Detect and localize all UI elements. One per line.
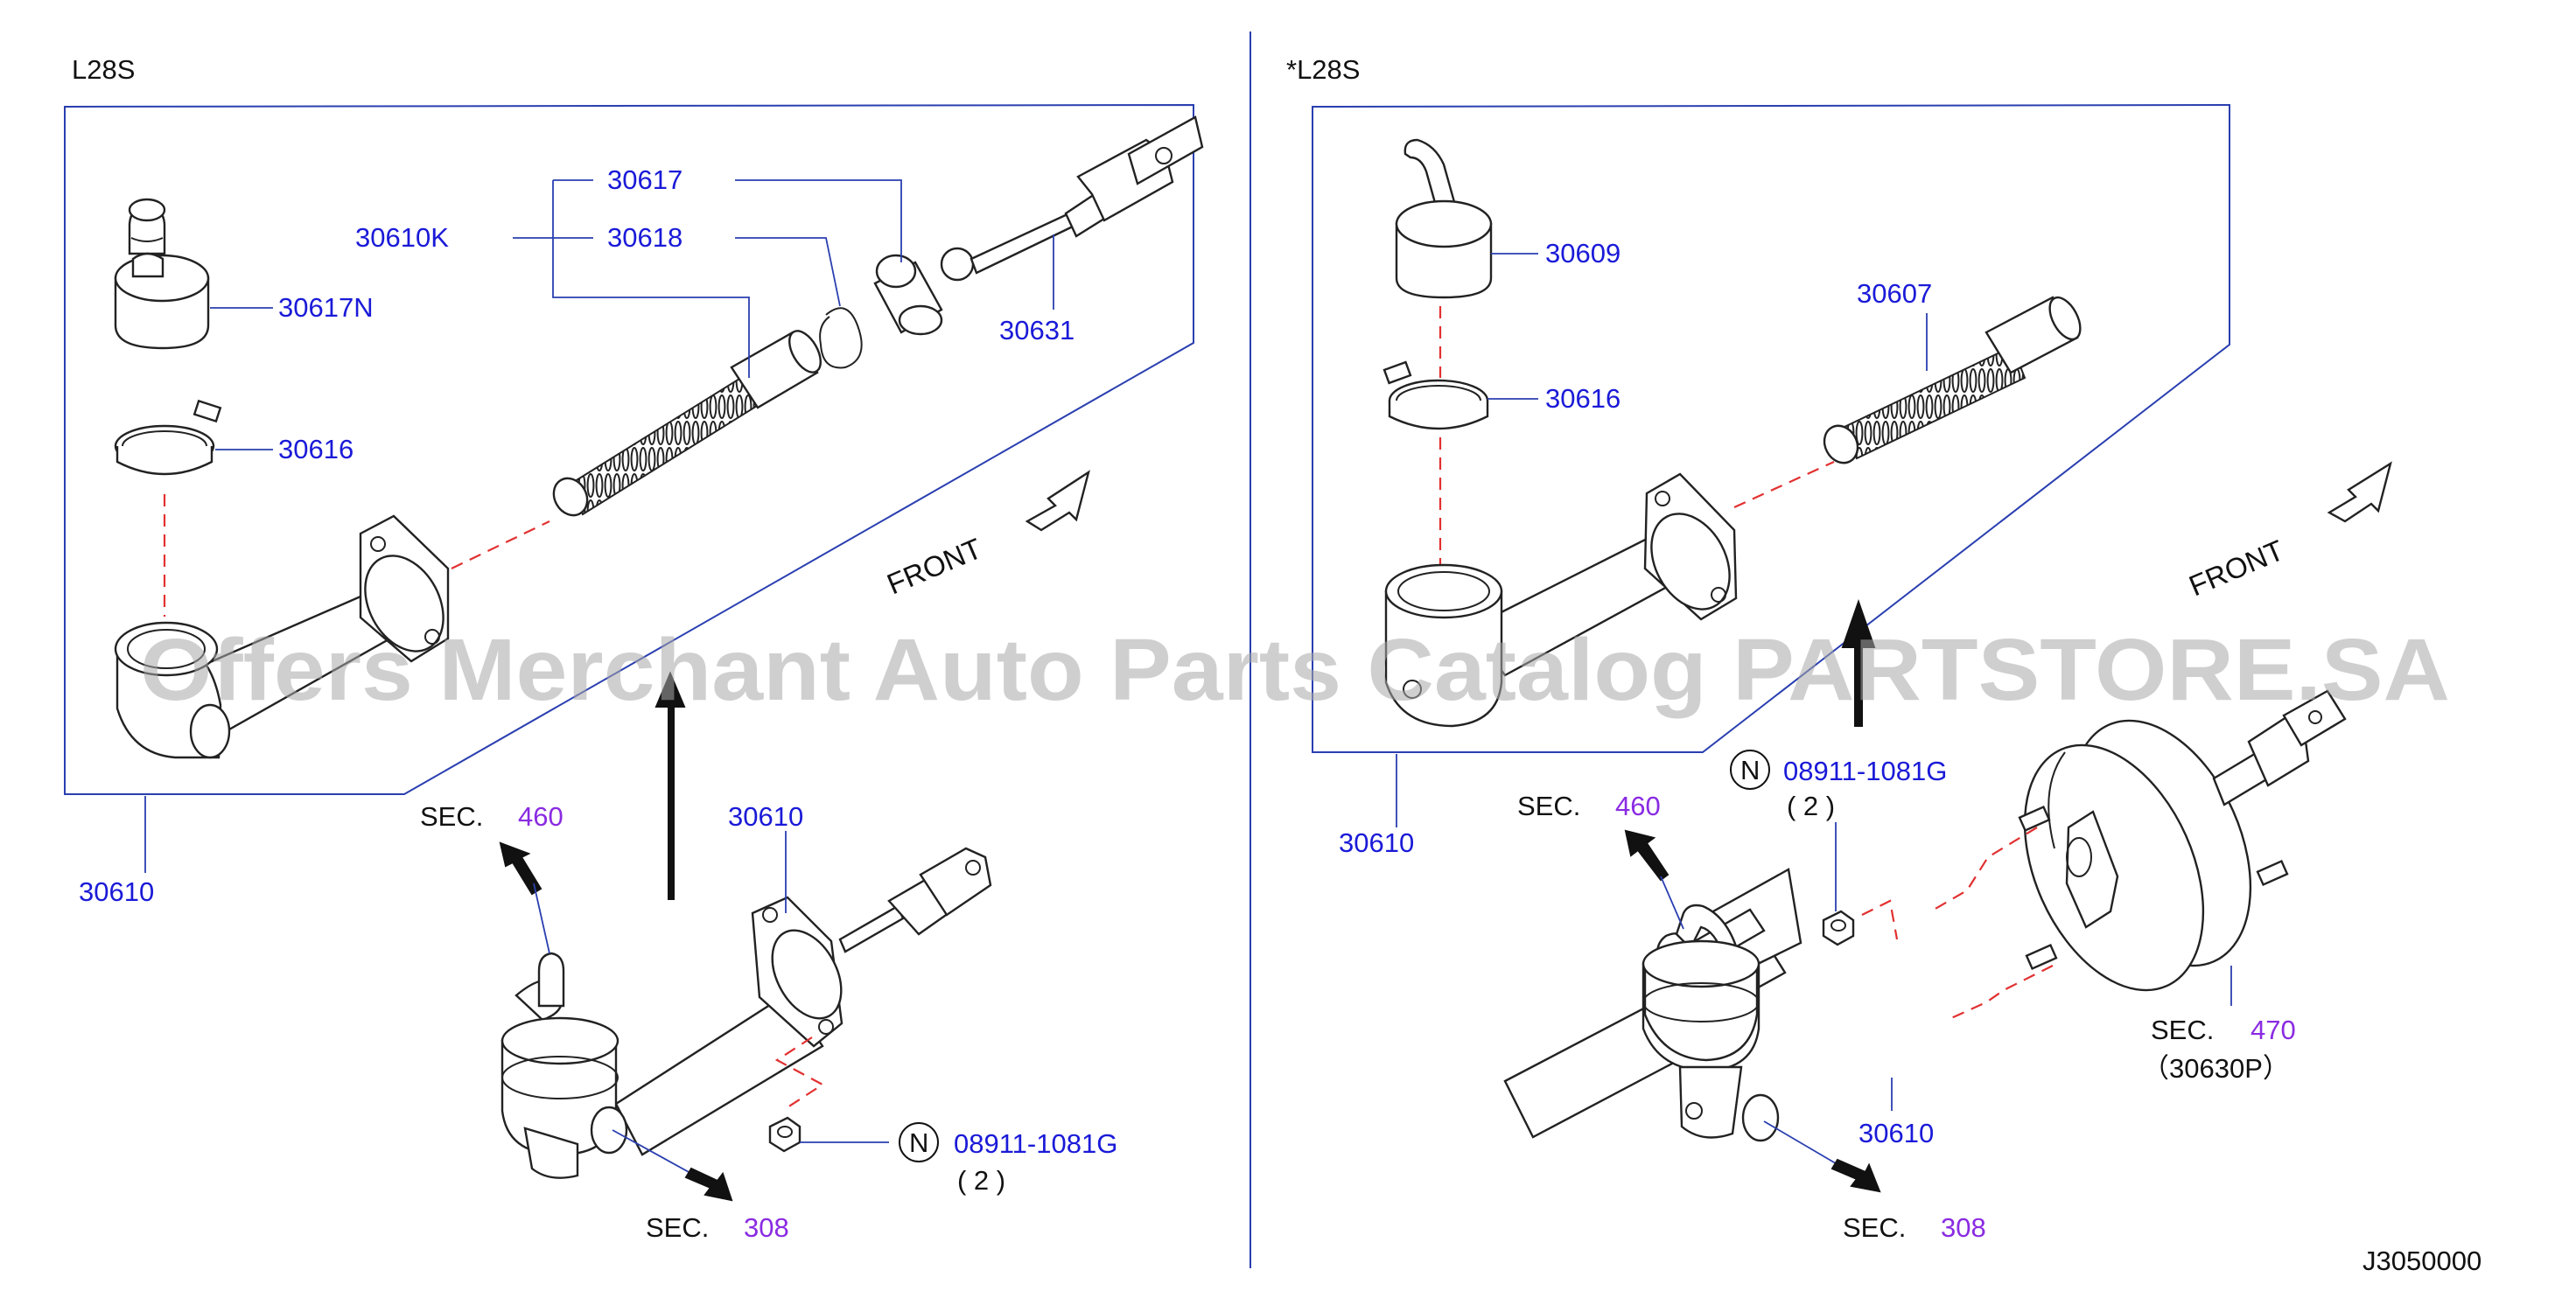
reservoir: [1395, 138, 1493, 299]
left-panel: L28S: [64, 54, 1204, 1243]
assembly-arrow-right: [1841, 598, 1876, 727]
sec460-number-left: 460: [518, 801, 564, 832]
sec308-number-right: 308: [1941, 1212, 1986, 1243]
return-spring-right: [1823, 296, 2082, 464]
flange-nut-right: [1822, 910, 1855, 946]
sec460-label-left: SEC.: [420, 801, 483, 832]
part-30616-right: 30616: [1545, 383, 1620, 414]
cylinder-body-right: [1384, 472, 1738, 728]
part-30607: 30607: [1857, 278, 1932, 309]
svg-text:FRONT: FRONT: [882, 532, 986, 600]
nut-qty-left: ( 2 ): [957, 1165, 1005, 1196]
front-arrow-left: FRONT: [882, 470, 1090, 600]
diagram-code: J3050000: [2362, 1246, 2482, 1276]
part-30609: 30609: [1545, 238, 1620, 269]
svg-text:FRONT: FRONT: [2184, 534, 2288, 602]
right-exploded-frame: [1312, 103, 2230, 753]
part-30617n: 30617N: [278, 292, 374, 323]
part-30618: 30618: [607, 222, 682, 253]
part-30610-assembly-left: 30610: [728, 801, 803, 832]
snap-ring: [819, 307, 863, 369]
right-variant-label: *L28S: [1286, 54, 1360, 85]
part-30610-assembly-right: 30610: [1858, 1118, 1934, 1148]
assembly-arrow-left: [654, 671, 686, 900]
left-variant-label: L28S: [72, 54, 135, 85]
sec308-label-right: SEC.: [1843, 1212, 1906, 1243]
front-arrow-right: FRONT: [2184, 461, 2392, 602]
part-30610-frame-right: 30610: [1339, 827, 1414, 858]
hose-clamp-right: [1382, 360, 1489, 430]
sec460-arrow-right: [1624, 829, 1670, 882]
nut-symbol-circle-right: [1730, 750, 1770, 790]
sec460-number-right: 460: [1615, 791, 1661, 821]
nut-symbol-circle-left: [899, 1122, 939, 1162]
right-panel: *L28S: [1286, 54, 2482, 1276]
sec308-label-left: SEC.: [646, 1212, 709, 1243]
assembled-unit-left: [500, 847, 992, 1179]
reservoir-cap: [114, 198, 210, 350]
sec470-number: 470: [2250, 1015, 2296, 1045]
nut-qty-right: ( 2 ): [1787, 791, 1835, 821]
left-exploded-frame: [64, 103, 1194, 795]
nut-symbol-left: N: [909, 1127, 928, 1158]
nut-part-left: 08911-1081G: [954, 1128, 1117, 1159]
assembled-unit-right: [1503, 868, 1802, 1142]
part-30631: 30631: [999, 315, 1074, 345]
brake-booster: [2018, 689, 2347, 992]
sec308-arrow-right: [1830, 1158, 1881, 1193]
nut-symbol-right: N: [1740, 755, 1760, 785]
part-30617: 30617: [607, 164, 682, 195]
cylinder-body-left: [114, 514, 450, 759]
sec470-label: SEC.: [2151, 1015, 2214, 1045]
sec460-arrow-left: [499, 841, 542, 896]
push-rod: [940, 115, 1204, 282]
flange-nut-left: [768, 1116, 802, 1153]
part-30610k: 30610K: [355, 222, 449, 253]
sec460-label-right: SEC.: [1517, 791, 1580, 821]
watermark: Offers Merchant Auto Parts Catalog PARTS…: [140, 621, 2450, 719]
nut-part-right: 08911-1081G: [1783, 756, 1947, 786]
return-spring: [552, 330, 822, 517]
part-30616-left: 30616: [278, 434, 354, 464]
sec308-number-left: 308: [744, 1212, 789, 1243]
hose-clamp: [114, 399, 222, 476]
sec308-arrow-left: [684, 1167, 733, 1202]
dust-boot: [873, 254, 943, 336]
part-30610-frame-left: 30610: [79, 876, 154, 907]
sec470-sub: （30630P）: [2142, 1053, 2290, 1084]
